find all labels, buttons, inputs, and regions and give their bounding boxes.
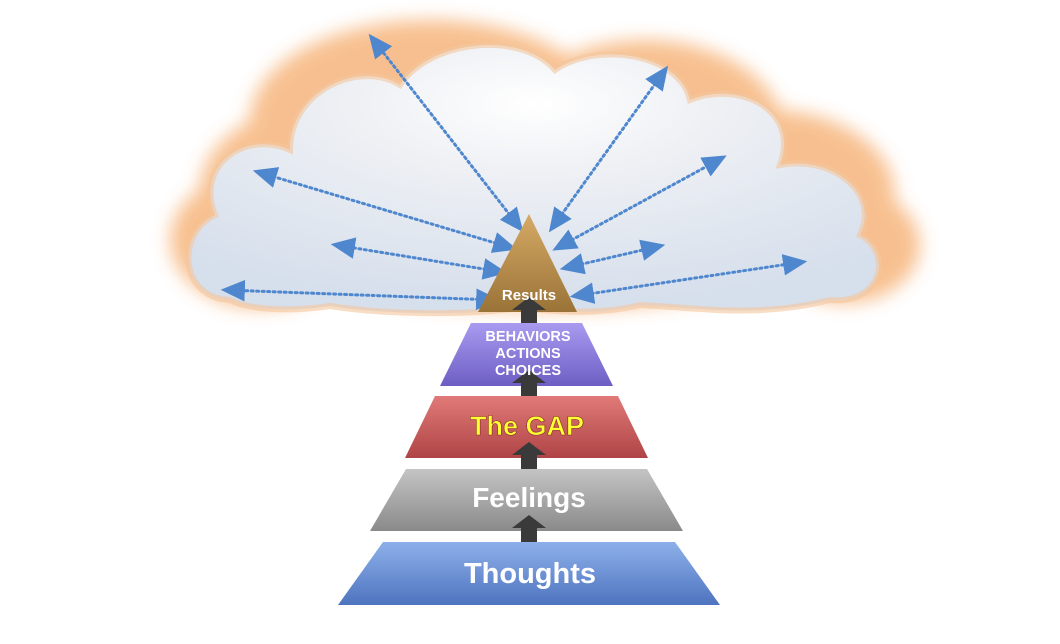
label-actions: ACTIONS — [495, 346, 561, 362]
dotted-double-arrow — [252, 167, 518, 253]
label-thoughts: Thoughts — [464, 558, 596, 590]
label-results: Results — [502, 287, 556, 304]
radiating-arrows — [220, 33, 808, 311]
up-arrows — [512, 297, 546, 542]
pyramid: Thoughts Feelings The GAP BEHAVIORS ACTI… — [338, 214, 720, 605]
up-arrow-icon — [512, 442, 546, 469]
up-arrow-icon — [512, 515, 546, 542]
tier-the-gap — [405, 396, 648, 458]
up-arrow-icon — [512, 297, 546, 323]
tier-feelings — [370, 469, 683, 531]
dotted-double-arrow — [330, 237, 508, 280]
label-choices: CHOICES — [495, 363, 561, 379]
tier-behaviors — [440, 323, 613, 386]
tier-thoughts — [338, 542, 720, 605]
label-the-gap: The GAP — [470, 411, 584, 441]
label-behaviors: BEHAVIORS — [485, 329, 570, 345]
dotted-double-arrow — [569, 254, 808, 304]
dotted-double-arrow — [552, 155, 727, 251]
dotted-double-arrow — [220, 279, 501, 311]
tier-results — [478, 214, 577, 312]
up-arrow-icon — [512, 370, 546, 396]
label-feelings: Feelings — [472, 482, 586, 513]
